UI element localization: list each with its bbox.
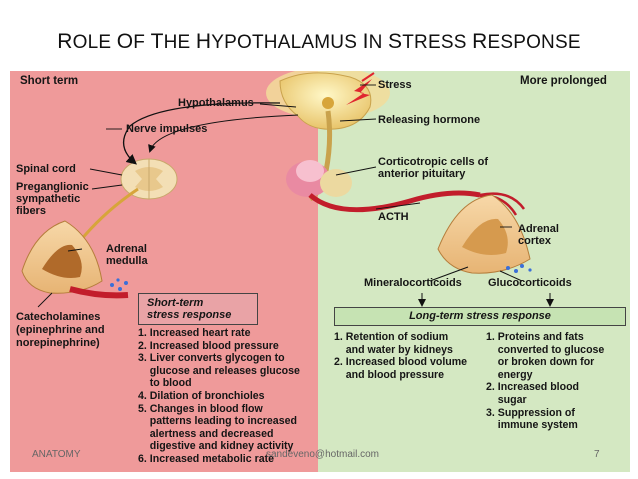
list-item: sugar	[486, 393, 527, 406]
list-item: 3. Liver converts glycogen to	[138, 352, 285, 365]
spinal-cord-illustration	[120, 158, 178, 200]
spinal-cord-label: Spinal cord	[16, 163, 76, 175]
adrenal-medulla-label-line2: medulla	[106, 255, 148, 267]
adrenal-medulla-label-line1: Adrenal	[106, 243, 147, 255]
list-item: converted to glucose	[486, 343, 605, 356]
catecholamines-label-line3: norepinephrine)	[16, 337, 100, 349]
adrenal-medulla-illustration	[21, 220, 103, 294]
adrenal-cortex-label-line1: Adrenal	[518, 223, 559, 235]
list-item: 2. Increased blood	[486, 381, 580, 394]
list-item: 1. Increased heart rate	[138, 327, 251, 339]
list-item: alertness and decreased	[138, 427, 274, 440]
glucocorticoids-label: Glucocorticoids	[488, 277, 572, 289]
long-term-list-left: 1. Retention of sodium and water by kidn…	[334, 331, 467, 381]
nerve-impulse-arrow	[123, 102, 281, 165]
long-term-response-box: Long-term stress response	[334, 307, 626, 326]
hypothalamus-label: Hypothalamus	[178, 97, 254, 109]
preganglionic-fiber	[78, 187, 139, 242]
list-item: or broken down for	[486, 356, 595, 369]
nerve-impulses-label: Nerve impulses	[126, 123, 208, 135]
list-item: 6. Increased metabolic rate	[138, 452, 275, 465]
footer-course: ANATOMY	[32, 449, 81, 460]
pituitary-illustration	[286, 160, 352, 197]
list-item: immune system	[486, 419, 578, 432]
list-item: 2. Increased blood volume	[334, 356, 468, 369]
list-item: and blood pressure	[334, 368, 445, 381]
slide-title: ROLE OF THE HYPOTHALAMUS IN STRESS RESPO…	[57, 30, 581, 53]
page-number: 7	[594, 449, 600, 460]
acth-vessel	[308, 190, 481, 213]
corticotropic-label-line1: Corticotropic cells of	[378, 156, 489, 168]
list-item: to blood	[138, 377, 192, 390]
stress-response-figure: Short term More prolonged Stress Hypotha…	[10, 71, 630, 472]
short-term-box-line1: Short-term	[147, 297, 204, 309]
list-item: patterns leading to increased	[138, 415, 297, 428]
figure-artwork	[10, 71, 630, 472]
prolonged-header: More prolonged	[520, 75, 607, 87]
list-item: 1. Retention of sodium	[334, 331, 449, 343]
short-term-response-box: Short-term stress response	[138, 293, 258, 325]
preganglionic-label-line2: sympathetic	[16, 193, 81, 205]
list-item: 5. Changes in blood flow	[138, 402, 263, 415]
list-item: 2. Increased blood pressure	[138, 339, 279, 352]
long-term-box-title: Long-term stress response	[409, 310, 551, 322]
stress-label: Stress	[378, 79, 412, 91]
stress-bolt-icon	[346, 79, 372, 105]
list-item: glucose and releases glucose	[138, 364, 300, 377]
list-item: 1. Proteins and fats	[486, 331, 584, 343]
preganglionic-label-line1: Preganglionic	[16, 181, 89, 193]
footer-email: sandeveno@hotmail.com	[266, 449, 379, 460]
long-term-list-right: 1. Proteins and fats converted to glucos…	[486, 331, 604, 432]
list-item: and water by kidneys	[334, 343, 453, 356]
catecholamines-label-line2: (epinephrine and	[16, 324, 105, 336]
mineralocorticoids-label: Mineralocorticoids	[364, 277, 462, 289]
catecholamines-label-line1: Catecholamines	[16, 311, 101, 323]
adrenal-cortex-label-line2: cortex	[518, 235, 552, 247]
corticotropic-label-line2: anterior pituitary	[378, 168, 466, 180]
adrenal-cortex-illustration	[437, 194, 531, 274]
list-item: digestive and kidney activity	[138, 440, 294, 453]
preganglionic-label-line3: fibers	[16, 205, 46, 217]
acth-label: ACTH	[378, 211, 409, 223]
list-item: energy	[486, 368, 533, 381]
list-item: 3. Suppression of	[486, 406, 575, 419]
releasing-hormone-label: Releasing hormone	[378, 114, 481, 126]
short-term-box-line2: stress response	[147, 309, 232, 321]
list-item: 4. Dilation of bronchioles	[138, 389, 265, 402]
short-term-header: Short term	[20, 75, 79, 87]
